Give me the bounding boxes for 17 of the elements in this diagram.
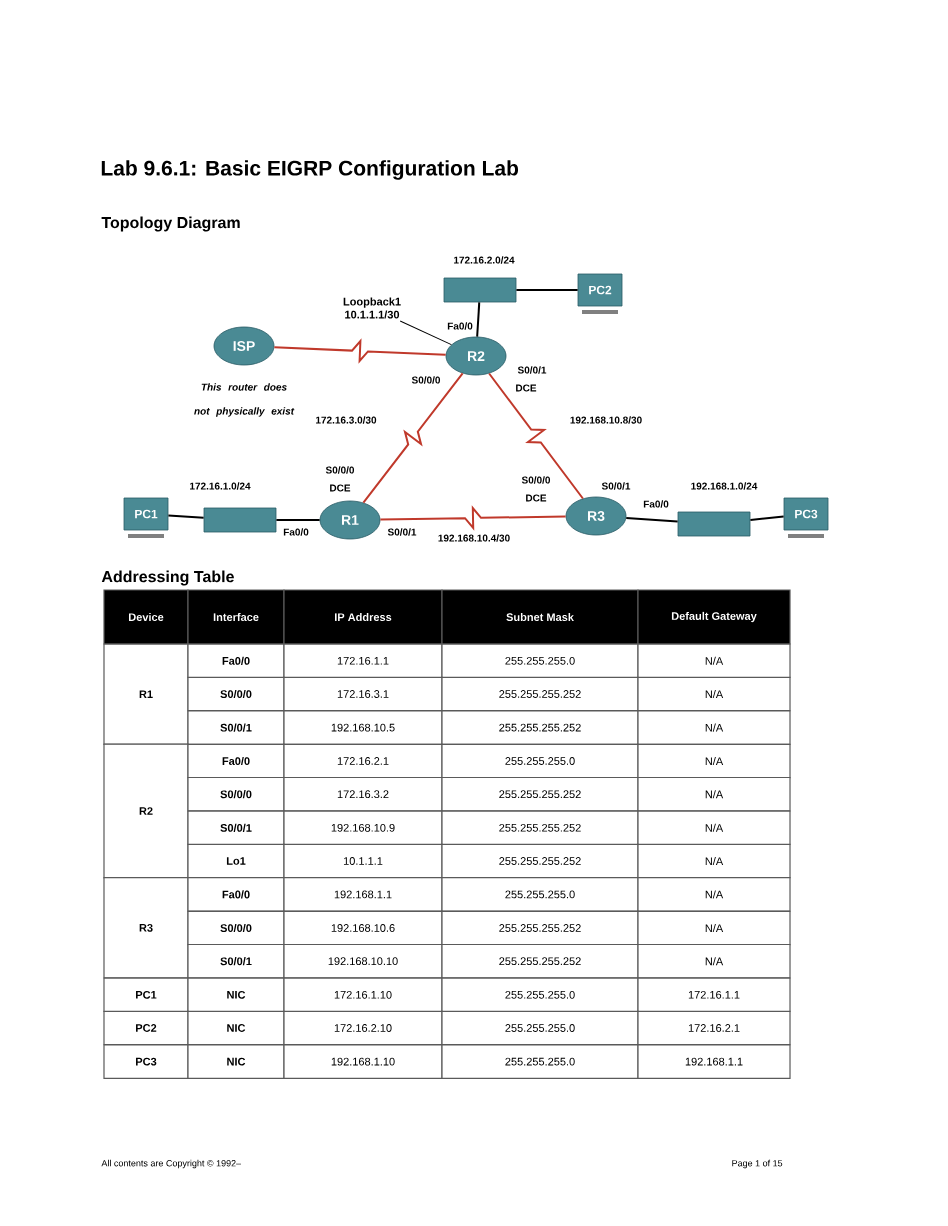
serial-link <box>379 505 567 531</box>
serial-link <box>273 338 447 364</box>
serial-link <box>488 372 584 500</box>
section-heading: Addressing Table <box>101 570 234 586</box>
section-heading: Topology Diagram <box>101 216 240 232</box>
ethernet-link <box>749 515 785 522</box>
ethernet-link <box>476 301 481 338</box>
switch-icon <box>203 507 277 533</box>
ethernet-link <box>167 514 205 519</box>
leader-line <box>399 320 452 346</box>
switch-icon <box>443 277 517 303</box>
title: Lab 9.6.1: Basic EIGRP Configuration Lab <box>101 160 519 180</box>
ethernet-link <box>275 519 321 521</box>
switch-icon <box>677 511 751 537</box>
ethernet-link <box>625 517 679 523</box>
ethernet-link <box>515 289 579 291</box>
serial-link <box>362 372 464 504</box>
